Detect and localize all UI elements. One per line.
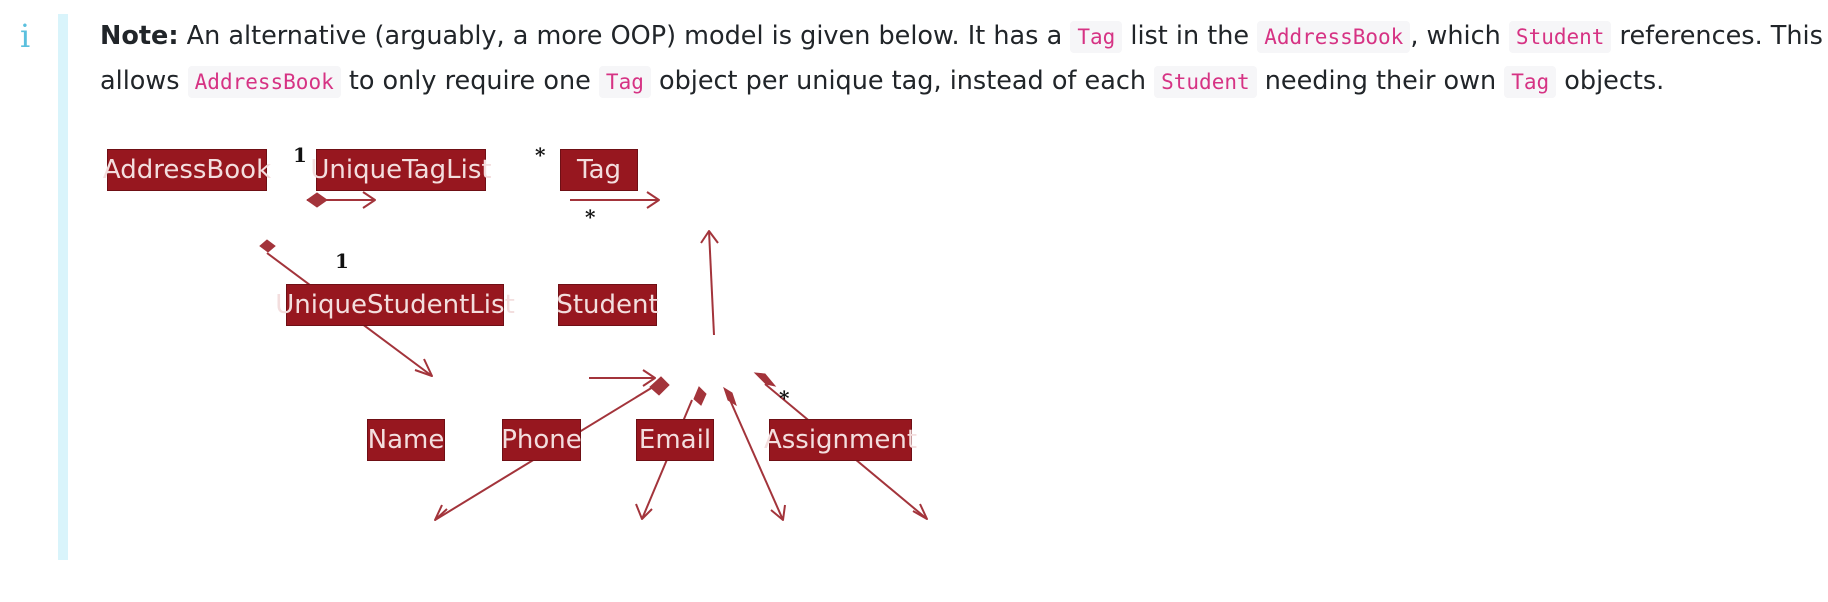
note-text-segment: object per unique tag, instead of each: [650, 66, 1155, 96]
arrowhead: [434, 504, 448, 521]
arrowhead: [770, 504, 786, 521]
multiplicity-label: 1: [293, 143, 307, 167]
composition-diamond: [753, 372, 777, 387]
class-box-student: Student: [556, 284, 659, 326]
code-tag: Tag: [1504, 66, 1557, 98]
multiplicity-label: *: [585, 205, 596, 229]
code-tag: Tag: [598, 66, 651, 98]
arrowhead: [414, 358, 433, 377]
multiplicity-label: *: [779, 386, 790, 410]
note-label: Note:: [100, 21, 179, 51]
composition-diamond: [693, 386, 707, 406]
diagram-edges: [259, 191, 928, 521]
arrowhead: [635, 503, 653, 520]
arrowhead: [642, 369, 656, 387]
class-box-name: Name: [367, 419, 445, 461]
code-addressbook: AddressBook: [187, 66, 341, 98]
composition-diamond: [306, 192, 328, 208]
arrowhead: [700, 230, 719, 244]
composition-diamond: [259, 239, 276, 253]
code-student: Student: [1508, 21, 1612, 53]
arrowhead: [646, 191, 660, 209]
note-text-segment: objects.: [1556, 66, 1665, 96]
multiplicity-label: *: [535, 143, 546, 167]
arrowhead: [912, 503, 928, 520]
class-box-email: Email: [636, 419, 714, 461]
note-text-segment: references. This: [1611, 21, 1823, 51]
note-line-2: allows AddressBook to only require one T…: [100, 59, 1800, 104]
composition-diamond: [649, 376, 670, 396]
code-tag: Tag: [1070, 21, 1123, 53]
class-box-addressbook: AddressBook: [103, 149, 271, 191]
note-text-segment: , which: [1410, 21, 1509, 51]
edge-student-email: [729, 399, 784, 521]
note-line-1: Note: An alternative (arguably, a more O…: [100, 14, 1823, 59]
class-box-tag: Tag: [560, 149, 638, 191]
note-side-bar: [58, 14, 68, 560]
code-student: Student: [1154, 66, 1257, 98]
composition-diamond: [723, 386, 737, 407]
code-addressbook: AddressBook: [1257, 21, 1411, 53]
note-text-segment: needing their own: [1256, 66, 1505, 96]
note-text-segment: list in the: [1122, 21, 1258, 51]
multiplicity-label: 1: [335, 249, 349, 273]
info-icon: i: [20, 17, 31, 55]
class-box-assignment: Assignment: [764, 419, 917, 461]
note-text-segment: An alternative (arguably, a more OOP) mo…: [178, 21, 1071, 51]
class-diagram: AddressBook UniqueTagList Tag UniqueStud…: [103, 143, 1085, 555]
note-text-segment: allows: [100, 66, 188, 96]
class-box-phone: Phone: [501, 419, 582, 461]
edge-student-tag: [708, 230, 715, 336]
arrowhead: [362, 191, 376, 209]
class-box-uniquetaglist: UniqueTagList: [310, 149, 492, 191]
note-text: Note: An alternative (arguably, a more O…: [100, 14, 1823, 104]
note-text-segment: to only require one: [340, 66, 599, 96]
class-box-uniquestudentlist: UniqueStudentList: [275, 284, 515, 326]
